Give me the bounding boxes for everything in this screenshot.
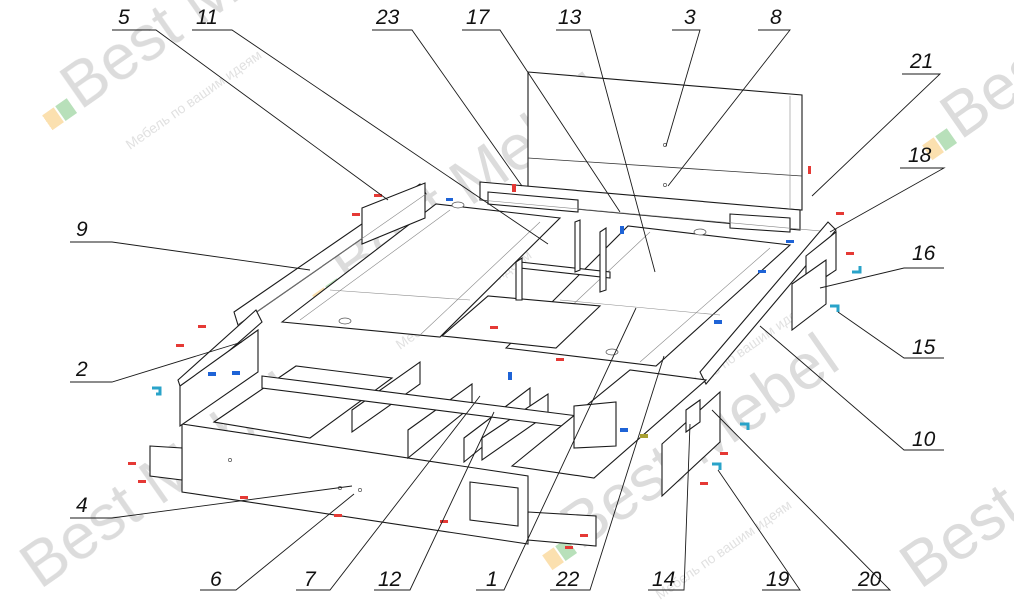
callout-labels: 5 11 23 17 13 3 8 21 18 9 16 15 2 10 4 6… [75,6,936,591]
callout-label: 3 [684,6,696,29]
callout-label: 18 [908,144,932,167]
head-rail [479,181,833,233]
callout-label: 6 [210,568,222,591]
callout-leaders [70,29,946,591]
foot-side-right [661,390,721,498]
watermark-logo: Best Mebel [887,359,1014,600]
callout-label: 5 [118,6,130,29]
callout-label: 21 [909,50,933,73]
side-rail-left [233,182,427,326]
headboard-panel [527,71,803,211]
callout-label: 2 [75,358,88,381]
center-dividers [515,219,611,301]
upper-base-panel-left [280,201,562,338]
callout-label: 14 [652,568,675,591]
callout-label: 16 [912,242,936,265]
foot-box-lid-right [510,369,708,479]
callout-label: 22 [555,568,580,591]
callout-label: 9 [76,218,88,241]
callout-label: 7 [304,568,317,591]
watermark-brand: Best Mebel [927,0,1014,152]
bed-exploded-view [128,71,862,549]
foot-box-front [149,423,597,547]
callout-label: 19 [766,568,790,591]
fasteners [128,166,862,549]
callout-label: 15 [912,336,936,359]
callout-label: 4 [76,494,88,517]
callout-label: 23 [375,6,400,29]
upper-base-panel-right [504,225,792,367]
foot-side-left [177,309,263,428]
callout-label: 13 [558,6,582,29]
callout-label: 17 [466,6,491,29]
callout-label: 10 [912,428,936,451]
watermark-logo: Best Mebel [42,0,351,131]
callout-label: 12 [378,568,402,591]
center-cover-panel [440,295,602,349]
callout-label: 20 [857,568,882,591]
callout-label: 1 [486,568,498,591]
watermark-brand: Best Mebel [887,359,1014,600]
callout-label: 8 [770,6,782,29]
callout-label: 11 [196,6,218,29]
